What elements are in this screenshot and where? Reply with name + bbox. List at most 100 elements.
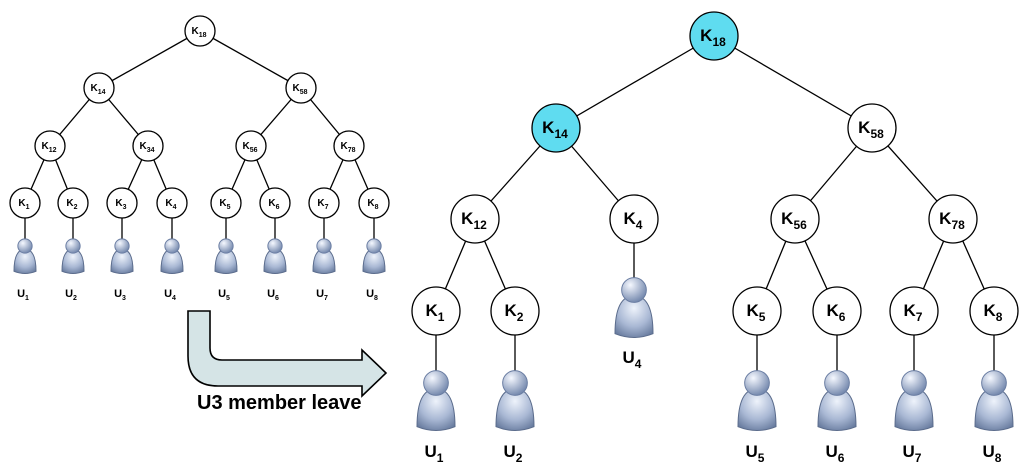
user-head xyxy=(744,370,770,396)
node-label: K4 xyxy=(624,209,643,232)
node-label: K18 xyxy=(700,26,726,49)
key-node-circle xyxy=(812,286,862,336)
user-head xyxy=(423,370,449,396)
key-node-k8: K8 xyxy=(358,187,390,219)
node-label: K6 xyxy=(827,301,846,324)
key-node-k5: K5 xyxy=(732,286,782,336)
key-node-circle xyxy=(490,286,540,336)
key-node-circle xyxy=(235,130,267,162)
user-body xyxy=(110,248,134,274)
key-node-circle xyxy=(83,72,115,104)
key-node-k2: K2 xyxy=(490,286,540,336)
node-label: K56 xyxy=(242,141,257,154)
key-node-k4: K4 xyxy=(156,187,188,219)
node-label: K4 xyxy=(165,198,176,211)
key-node-circle xyxy=(184,15,216,47)
user-body xyxy=(495,388,535,431)
user-icon xyxy=(13,238,37,274)
key-node-circle xyxy=(285,72,317,104)
key-node-k78: K78 xyxy=(333,130,365,162)
node-label: K5 xyxy=(219,198,230,211)
key-node-circle xyxy=(531,103,581,153)
key-node-k18: K18 xyxy=(689,11,739,61)
user-body xyxy=(13,248,37,274)
key-node-circle xyxy=(259,187,291,219)
user-body xyxy=(263,248,287,274)
user-icon xyxy=(160,238,184,274)
key-node-circle xyxy=(770,194,820,244)
user-head xyxy=(17,238,33,254)
user-icon xyxy=(416,370,456,431)
user-head xyxy=(502,370,528,396)
key-node-k6: K6 xyxy=(812,286,862,336)
key-node-k56: K56 xyxy=(770,194,820,244)
key-node-k34: K34 xyxy=(132,130,164,162)
node-label: K14 xyxy=(90,83,105,96)
tree-edge xyxy=(713,35,873,129)
user-icon xyxy=(61,238,85,274)
user-label-u4: U4 xyxy=(164,288,176,302)
node-label: K2 xyxy=(505,301,524,324)
key-node-k2: K2 xyxy=(57,187,89,219)
node-label: U6 xyxy=(267,288,279,302)
key-node-k78: K78 xyxy=(928,194,978,244)
node-label: U3 xyxy=(114,288,126,302)
key-node-circle xyxy=(9,187,41,219)
user-icon xyxy=(495,370,535,431)
node-label: K18 xyxy=(191,26,206,39)
node-label: U4 xyxy=(164,288,176,302)
key-node-circle xyxy=(333,130,365,162)
user-body xyxy=(974,388,1014,431)
key-node-circle xyxy=(358,187,390,219)
node-label: U7 xyxy=(903,442,922,465)
user-body xyxy=(61,248,85,274)
user-body xyxy=(214,248,238,274)
node-label: K14 xyxy=(542,118,568,141)
node-label: U8 xyxy=(366,288,378,302)
key-node-circle xyxy=(689,11,739,61)
node-label: U1 xyxy=(425,442,444,465)
node-label: K56 xyxy=(781,209,807,232)
key-node-k18: K18 xyxy=(184,15,216,47)
node-label: K12 xyxy=(461,209,487,232)
key-node-k56: K56 xyxy=(235,130,267,162)
user-label-u8: U8 xyxy=(366,288,378,302)
key-node-k3: K3 xyxy=(106,187,138,219)
key-node-circle xyxy=(34,130,66,162)
node-label: U5 xyxy=(218,288,230,302)
node-label: K5 xyxy=(747,301,766,324)
user-label-u8: U8 xyxy=(983,442,1002,465)
tree-edge xyxy=(98,30,201,89)
user-head xyxy=(267,238,283,254)
key-node-k58: K58 xyxy=(847,103,897,153)
user-icon xyxy=(312,238,336,274)
key-node-circle xyxy=(889,286,939,336)
user-icon xyxy=(263,238,287,274)
bent-arrow-icon xyxy=(187,310,388,398)
key-node-k6: K6 xyxy=(259,187,291,219)
node-label: K12 xyxy=(41,141,56,154)
key-node-circle xyxy=(969,286,1019,336)
node-label: U2 xyxy=(65,288,77,302)
user-head xyxy=(901,370,927,396)
node-label: U8 xyxy=(983,442,1002,465)
key-node-k12: K12 xyxy=(34,130,66,162)
key-node-k8: K8 xyxy=(969,286,1019,336)
user-head xyxy=(218,238,234,254)
user-icon xyxy=(737,370,777,431)
node-label: U5 xyxy=(746,442,765,465)
node-label: K8 xyxy=(984,301,1003,324)
key-node-circle xyxy=(210,187,242,219)
user-body xyxy=(894,388,934,431)
operation-caption: U3 member leave xyxy=(197,392,362,414)
user-label-u4: U4 xyxy=(623,348,642,371)
user-label-u2: U2 xyxy=(504,442,523,465)
key-node-circle xyxy=(132,130,164,162)
user-icon xyxy=(362,238,386,274)
tree-edge xyxy=(555,35,715,129)
user-label-u1: U1 xyxy=(17,288,29,302)
user-label-u1: U1 xyxy=(425,442,444,465)
